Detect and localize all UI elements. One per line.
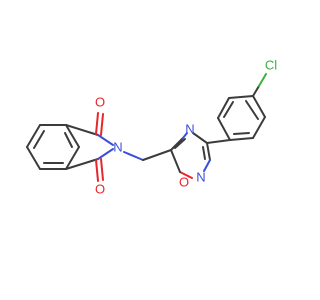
structure-diagram: O O N N N O Cl bbox=[26, 58, 277, 197]
atom-label-o1: O bbox=[95, 95, 105, 110]
carbonyl-upper bbox=[95, 112, 104, 136]
atom-label-n-ring-lower: N bbox=[196, 170, 205, 185]
atom-label-n-ring-upper: N bbox=[185, 122, 194, 137]
atom-label-o2: O bbox=[95, 182, 105, 197]
benzene-ring-left bbox=[26, 124, 80, 170]
chlorophenyl-ring bbox=[206, 95, 266, 144]
oxadiazole-ring bbox=[170, 132, 211, 179]
chloro-bond bbox=[252, 73, 267, 97]
atom-label-n-imide: N bbox=[113, 140, 122, 155]
imide-ring bbox=[65, 124, 114, 170]
atom-label-o-ring: O bbox=[179, 175, 189, 190]
atom-label-cl: Cl bbox=[265, 58, 277, 73]
carbonyl-lower bbox=[95, 158, 104, 182]
ethyl-linker bbox=[123, 149, 172, 161]
